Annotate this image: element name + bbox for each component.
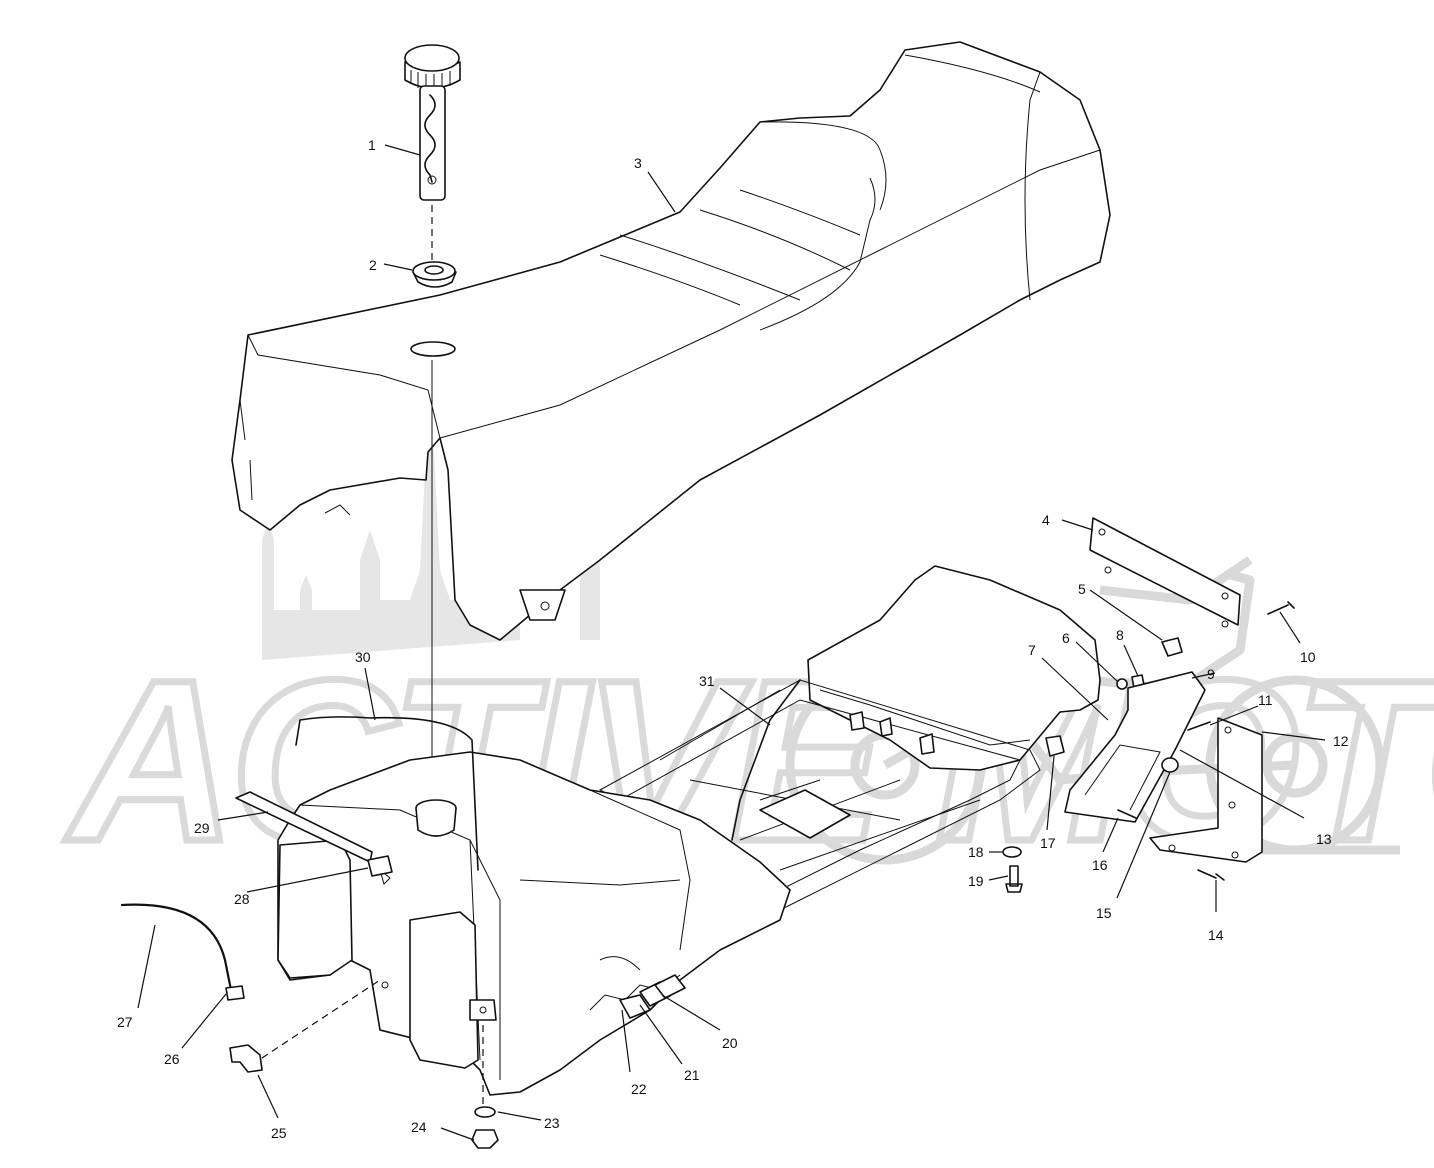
callout-14: 14 — [1208, 927, 1224, 943]
part-vent-strip — [235, 791, 373, 863]
part-seat — [231, 41, 1111, 641]
part-fitting-28 — [367, 855, 393, 877]
callout-13: 13 — [1316, 831, 1332, 847]
callout-9: 9 — [1207, 666, 1215, 682]
callout-labels: 1 2 3 4 5 6 7 8 9 10 11 12 13 14 15 16 1… — [117, 137, 1349, 1141]
part-fuel-cap — [404, 44, 461, 201]
callout-4: 4 — [1042, 512, 1050, 528]
part-bolt-19 — [1005, 865, 1023, 893]
callout-30: 30 — [355, 649, 371, 665]
part-taillight-housing — [1064, 671, 1206, 823]
part-clip — [1161, 637, 1183, 657]
callout-27: 27 — [117, 1014, 133, 1030]
part-vent-hose — [295, 716, 479, 871]
callout-8: 8 — [1116, 627, 1124, 643]
callout-21: 21 — [684, 1067, 700, 1083]
part-bulb — [1161, 757, 1179, 773]
callout-1: 1 — [368, 137, 376, 153]
callout-11: 11 — [1258, 692, 1273, 708]
part-screw-16 — [1117, 809, 1137, 819]
part-washer-23 — [474, 1106, 496, 1118]
part-fuel-line — [120, 903, 234, 997]
part-screw-14 — [1197, 869, 1225, 881]
part-clamp-26 — [225, 985, 245, 1001]
callout-28: 28 — [234, 891, 250, 907]
callout-20: 20 — [722, 1035, 738, 1051]
callout-17: 17 — [1040, 835, 1056, 851]
part-fuel-tank — [277, 751, 791, 1096]
callout-22: 22 — [631, 1081, 647, 1097]
part-grommet — [412, 261, 457, 288]
callout-29: 29 — [194, 820, 210, 836]
leader-lines — [137, 144, 1326, 1141]
part-license-plate — [1089, 517, 1241, 628]
part-washer-18 — [1002, 846, 1022, 858]
callout-15: 15 — [1096, 905, 1112, 921]
part-drain-hose — [731, 679, 801, 841]
part-washer-6 — [1116, 678, 1128, 690]
axis-line-fitting — [261, 979, 381, 1059]
callout-7: 7 — [1028, 642, 1036, 658]
callout-6: 6 — [1062, 630, 1070, 646]
callout-2: 2 — [369, 257, 377, 273]
callout-18: 18 — [968, 844, 984, 860]
callout-31: 31 — [699, 673, 715, 689]
part-bracket — [1149, 717, 1263, 863]
part-seat-base — [807, 565, 1101, 771]
part-screw-10 — [1267, 601, 1295, 615]
callout-19: 19 — [968, 873, 984, 889]
callout-3: 3 — [634, 155, 642, 171]
callout-16: 16 — [1092, 857, 1108, 873]
callout-5: 5 — [1078, 581, 1086, 597]
callout-25: 25 — [271, 1125, 287, 1141]
callout-10: 10 — [1300, 649, 1316, 665]
part-screw-11 — [1187, 721, 1211, 731]
callout-23: 23 — [544, 1115, 560, 1131]
part-nut-24 — [471, 1129, 499, 1149]
callout-12: 12 — [1333, 733, 1349, 749]
part-rubber-mount — [1045, 735, 1065, 757]
callout-24: 24 — [411, 1119, 427, 1135]
part-elbow-fitting — [229, 1044, 263, 1073]
callout-26: 26 — [164, 1051, 180, 1067]
